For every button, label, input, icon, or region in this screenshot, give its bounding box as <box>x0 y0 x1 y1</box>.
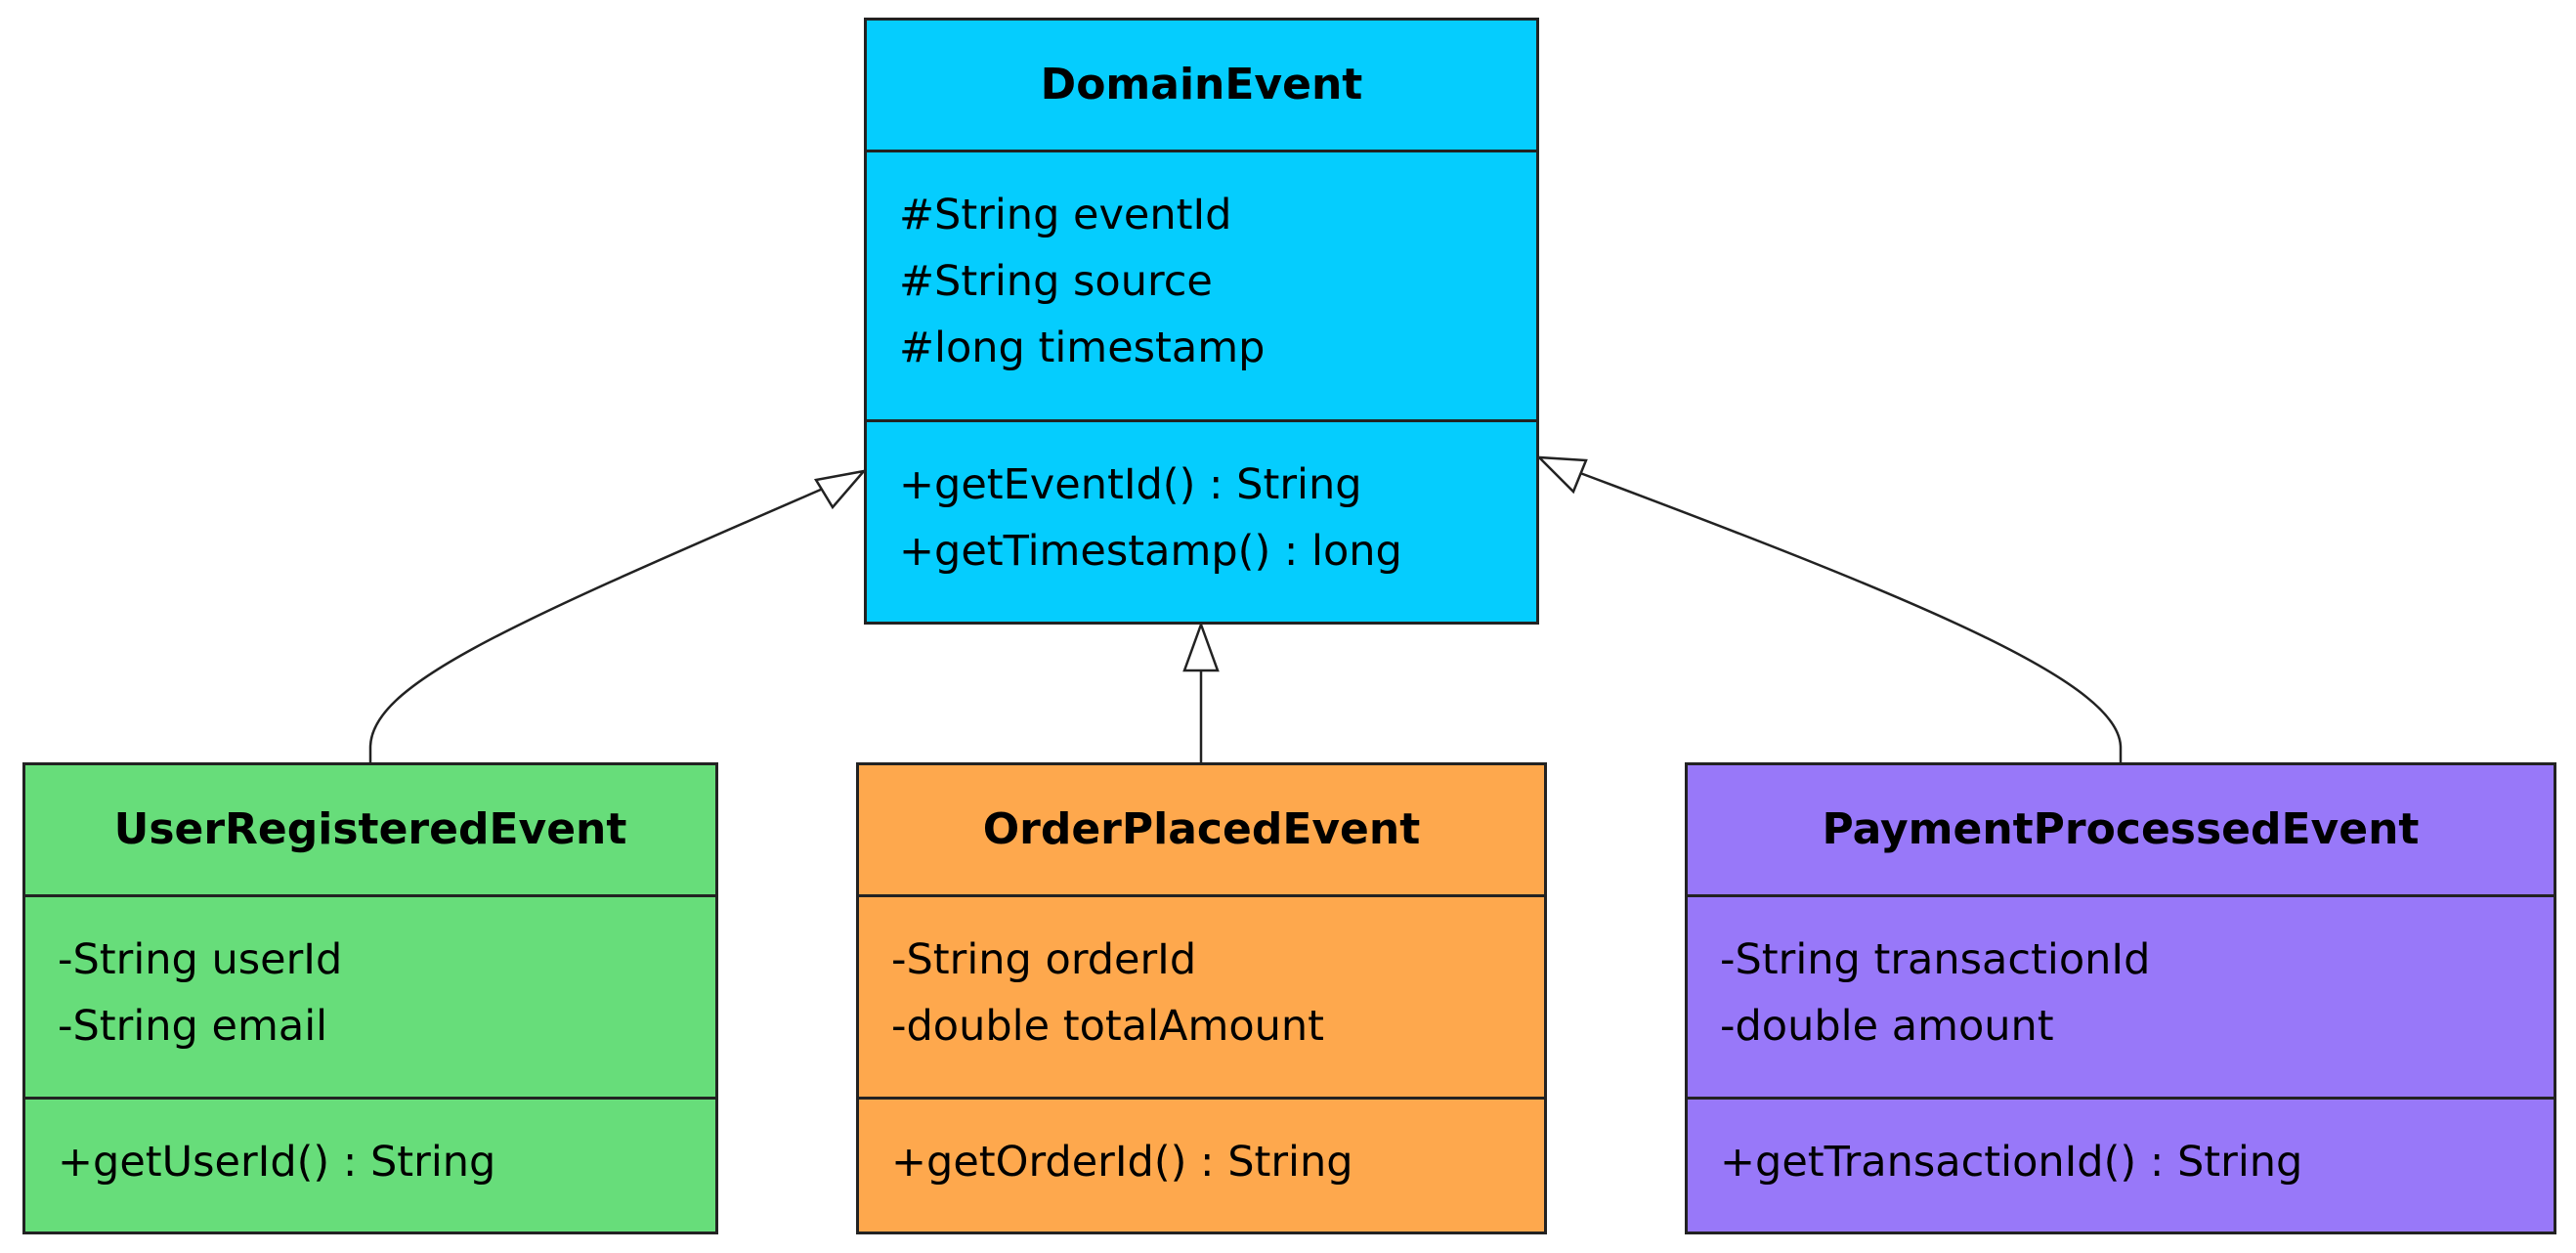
payment-processed-event-class: PaymentProcessedEvent -String transactio… <box>1685 762 2556 1234</box>
class-fields: #String eventId #String source #long tim… <box>867 152 1536 422</box>
class-methods: +getOrderId() : String <box>859 1100 1544 1195</box>
order-placed-event-class: OrderPlacedEvent -String orderId -double… <box>856 762 1547 1234</box>
user-to-domain-edge <box>368 487 824 762</box>
field: -String orderId <box>891 935 1197 984</box>
field: -String email <box>58 1002 328 1051</box>
class-name: UserRegisteredEvent <box>25 765 715 897</box>
field: -double totalAmount <box>891 1002 1325 1051</box>
class-name: PaymentProcessedEvent <box>1688 765 2554 897</box>
method: +getUserId() : String <box>58 1138 496 1187</box>
class-methods: +getEventId() : String +getTimestamp() :… <box>867 422 1536 584</box>
payment-to-domain-edge <box>1579 471 2123 762</box>
method: +getEventId() : String <box>899 460 1362 509</box>
method: +getTransactionId() : String <box>1720 1138 2303 1187</box>
class-name: OrderPlacedEvent <box>859 765 1544 897</box>
method: +getOrderId() : String <box>891 1138 1353 1187</box>
field: #String source <box>899 257 1213 306</box>
field: -String transactionId <box>1720 935 2151 984</box>
class-name: DomainEvent <box>867 21 1536 152</box>
class-methods: +getUserId() : String <box>25 1100 715 1195</box>
class-fields: -String orderId -double totalAmount <box>859 897 1544 1100</box>
field: #long timestamp <box>899 324 1266 372</box>
class-fields: -String transactionId -double amount <box>1688 897 2554 1100</box>
payment-inheritance-arrowhead <box>1535 455 1588 495</box>
method: +getTimestamp() : long <box>899 527 1402 576</box>
field: -double amount <box>1720 1002 2054 1051</box>
order-inheritance-arrowhead <box>1182 621 1220 672</box>
user-inheritance-arrowhead <box>813 469 868 510</box>
domain-event-class: DomainEvent #String eventId #String sour… <box>864 18 1539 625</box>
class-methods: +getTransactionId() : String <box>1688 1100 2554 1195</box>
user-registered-event-class: UserRegisteredEvent -String userId -Stri… <box>22 762 718 1234</box>
field: -String userId <box>58 935 343 984</box>
class-fields: -String userId -String email <box>25 897 715 1100</box>
field: #String eventId <box>899 191 1232 239</box>
